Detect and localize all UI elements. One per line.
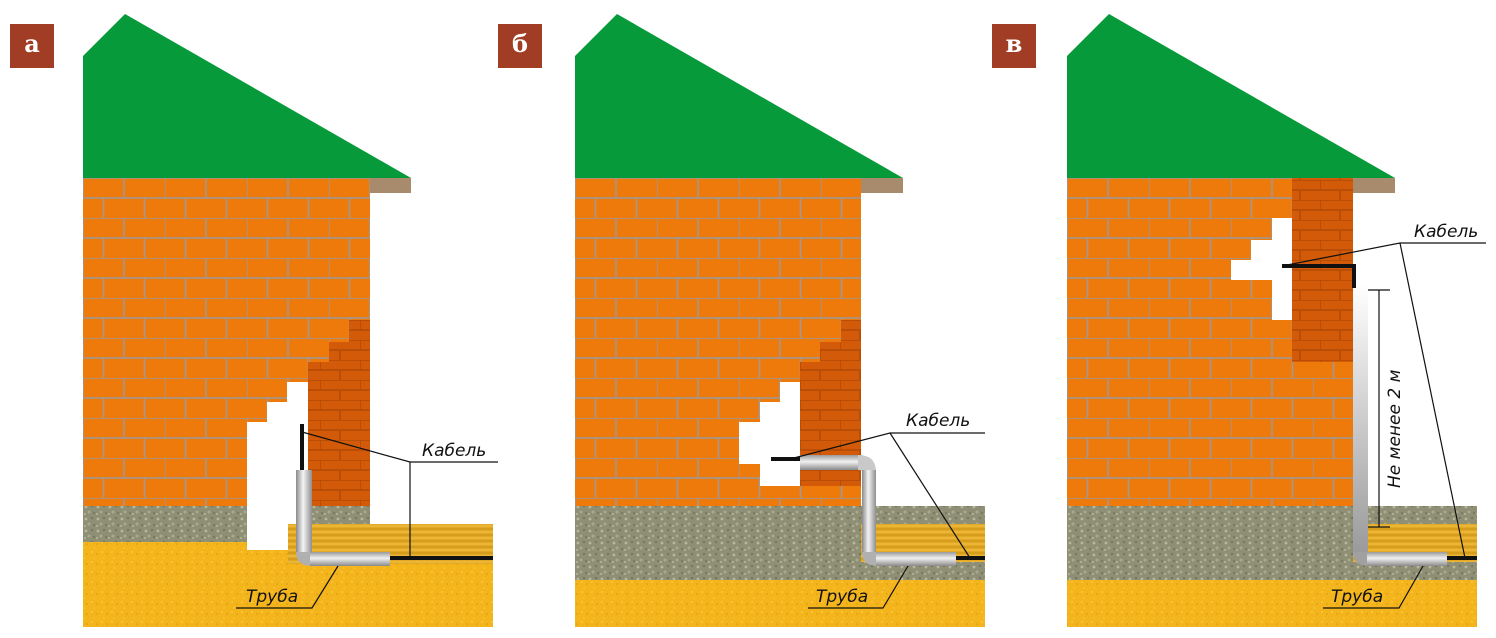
pipe-label: Труба [1331, 587, 1383, 607]
pipe-label: Труба [816, 587, 868, 607]
wall-breach [247, 382, 308, 550]
cable-leader-down [1399, 242, 1466, 559]
cable-in-wall [1282, 264, 1356, 288]
cable-label: Кабель [1414, 222, 1478, 242]
pipe-label: Труба [246, 587, 298, 607]
brick-dark-top [1312, 178, 1353, 198]
cable-leader-down [889, 432, 971, 559]
pipe-in-wall [800, 455, 862, 470]
pipe-vertical [1353, 285, 1368, 553]
brick-dark-section [308, 320, 370, 506]
brick-dark-section [1292, 178, 1353, 362]
sand-layer [575, 580, 985, 627]
wall-breach [1231, 218, 1292, 320]
gravel-layer-right [308, 506, 370, 524]
panel-badge-a: а [10, 24, 54, 68]
roof [83, 14, 411, 178]
pipe-leader [1323, 565, 1424, 609]
cable-label: Кабель [906, 411, 970, 431]
pipe-top-bend [858, 455, 876, 472]
panel-badge-b: б [498, 24, 542, 68]
height-label: Не менее 2 м [1385, 369, 1405, 488]
pipe-horizontal [876, 552, 956, 566]
panel-c: Не менее 2 м Кабель Труба [1067, 14, 1486, 627]
sand-layer [1067, 580, 1477, 627]
pipe-vertical [296, 470, 312, 552]
pipe-leader [236, 565, 339, 609]
eave [370, 178, 411, 193]
roof [1067, 14, 1395, 178]
pipe-horizontal [1367, 552, 1447, 566]
pipe-bottom-bend [862, 552, 878, 566]
gravel-layer [83, 506, 247, 542]
eave [1353, 178, 1395, 193]
cable-label: Кабель [422, 441, 486, 461]
pipe-horizontal [310, 552, 390, 566]
panel-b: Кабель Труба [575, 14, 985, 627]
panel-a: Кабель Труба [83, 14, 498, 627]
pipe-bottom-bend [1353, 552, 1369, 566]
pipe-bend [296, 552, 312, 566]
eave [861, 178, 903, 193]
panel-badge-c: в [992, 24, 1036, 68]
pipe-leader [808, 565, 909, 609]
roof [575, 14, 903, 178]
pipe-vertical [862, 470, 876, 554]
